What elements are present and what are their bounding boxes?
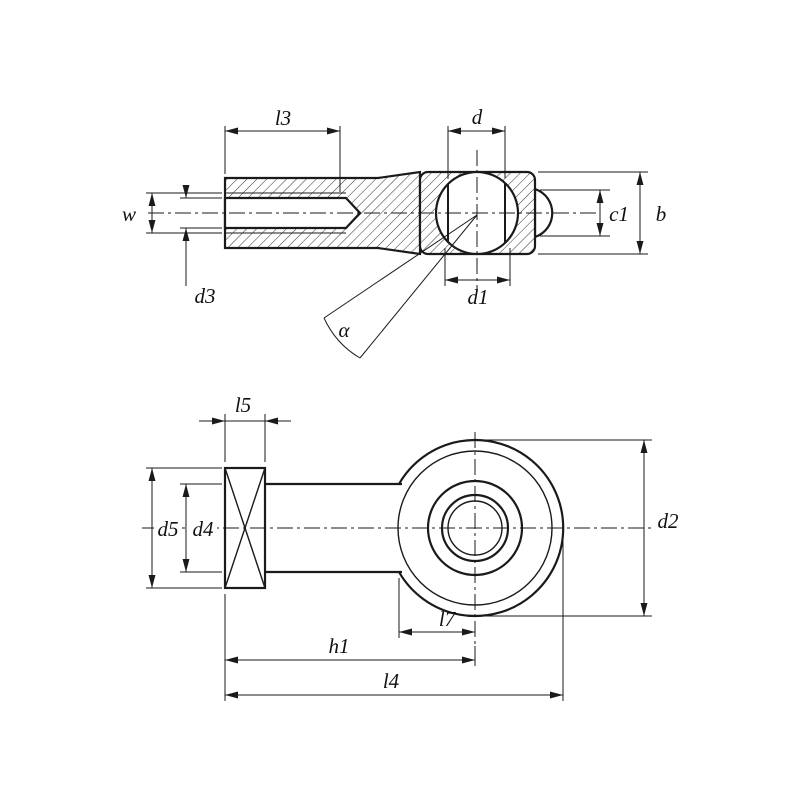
dim-label-d3: d3 bbox=[195, 284, 216, 308]
dim-l3: l3 bbox=[224, 106, 341, 192]
dim-d4: d4 bbox=[180, 483, 222, 573]
dim-label-l5: l5 bbox=[235, 393, 251, 417]
dim-label-d2: d2 bbox=[658, 509, 680, 533]
dim-label-w: w bbox=[122, 202, 136, 226]
dim-l5: l5 bbox=[199, 393, 291, 462]
dim-h1: h1 bbox=[224, 594, 475, 701]
dim-label-c1: c1 bbox=[609, 202, 629, 226]
dim-d5: d5 bbox=[146, 467, 222, 589]
dim-l4: l4 bbox=[225, 534, 564, 701]
eye-outer-contour bbox=[398, 438, 565, 618]
dim-d3: d3 bbox=[180, 185, 222, 308]
dim-label-l7: l7 bbox=[439, 607, 457, 631]
dim-d1: d1 bbox=[444, 248, 511, 309]
dim-label-d: d bbox=[472, 105, 483, 129]
dim-c1: c1 bbox=[540, 189, 629, 237]
dim-label-h1: h1 bbox=[329, 634, 350, 658]
dim-label-alpha: α bbox=[338, 318, 350, 342]
dim-b: b bbox=[538, 171, 667, 255]
dim-label-d5: d5 bbox=[158, 517, 179, 541]
plan-view: l5 d5 d4 d2 bbox=[142, 393, 684, 701]
dim-l7: l7 bbox=[398, 578, 476, 666]
dim-d: d bbox=[447, 105, 506, 179]
dim-alpha: α bbox=[323, 214, 478, 359]
dim-label-l3: l3 bbox=[275, 106, 291, 130]
dim-label-d1: d1 bbox=[468, 285, 489, 309]
dim-label-d4: d4 bbox=[193, 517, 215, 541]
section-view: l3 d w d3 c1 bbox=[122, 105, 667, 359]
dim-d2: d2 bbox=[480, 439, 684, 617]
dim-label-l4: l4 bbox=[383, 669, 400, 693]
dim-label-b: b bbox=[656, 202, 667, 226]
